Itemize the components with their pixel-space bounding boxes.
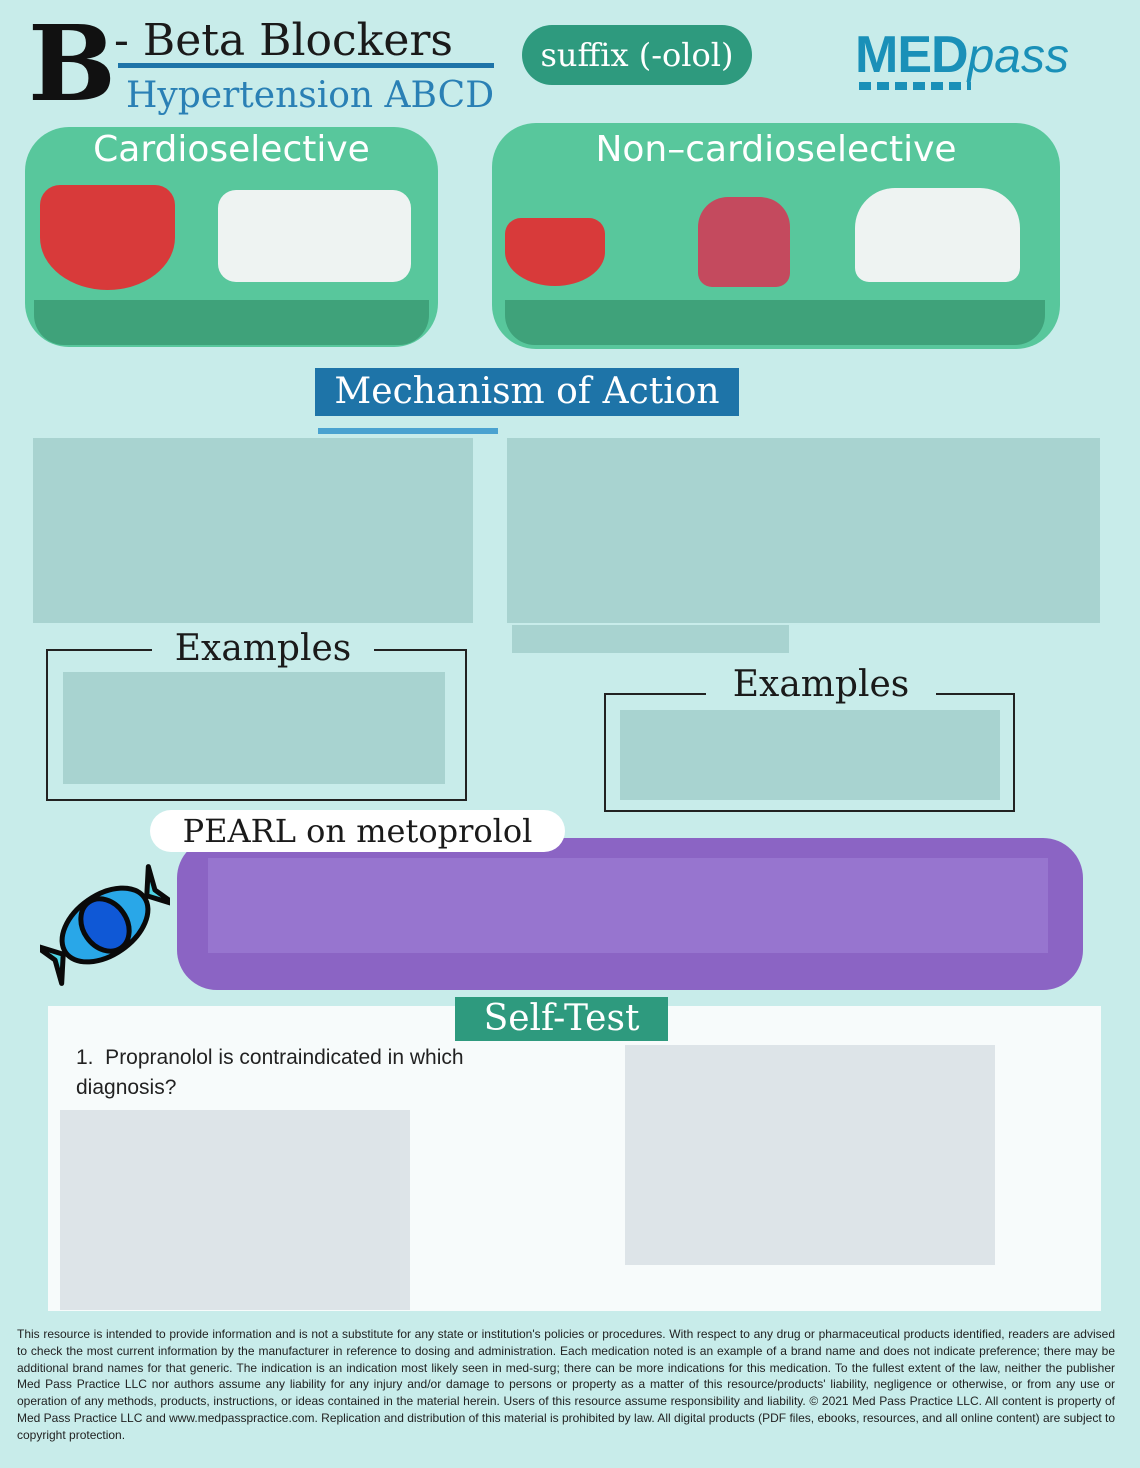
title-underline (118, 63, 494, 68)
mechanism-text-extra-blurred (512, 625, 789, 653)
examples-title-cardioselective: Examples (152, 628, 374, 674)
candy-icon (40, 864, 170, 986)
logo-pass-text: pass (967, 30, 1069, 83)
pearl-text-blurred (208, 858, 1048, 953)
pearl-heading: PEARL on metoprolol (150, 810, 565, 852)
self-test-heading: Self-Test (455, 997, 668, 1041)
logo-bars (859, 82, 971, 90)
mechanism-text-left-blurred (33, 438, 473, 623)
examples-text-noncardioselective-blurred (620, 710, 1000, 800)
noncardioselective-title: Non–cardioselective (595, 129, 957, 170)
suffix-badge: suffix (-olol) (522, 25, 752, 85)
logo-med-text: MED (855, 26, 969, 84)
medpass-logo: MEDpass (855, 25, 1105, 95)
examples-title-noncardioselective: Examples (706, 664, 936, 710)
section-letter: B (28, 2, 116, 125)
lungs-image-blurred (218, 190, 411, 282)
page-subtitle: Hypertension ABCD (126, 75, 495, 116)
lungs-image-red (698, 197, 790, 287)
panel-shadow-2 (505, 300, 1045, 345)
mechanism-underline (318, 428, 498, 434)
disclaimer-footer: This resource is intended to provide inf… (17, 1327, 1115, 1442)
answer-area-left-blurred (60, 1110, 410, 1310)
lungs-image-blurred-2 (855, 188, 1020, 282)
heart-image (40, 185, 175, 290)
heart-image-small (505, 218, 605, 286)
self-test-question-1: 1. Propranolol is contraindicated in whi… (76, 1046, 464, 1099)
page-title: - Beta Blockers (114, 15, 453, 66)
mechanism-heading: Mechanism of Action (315, 368, 739, 416)
cardioselective-title: Cardioselective (93, 129, 370, 170)
answer-area-right-blurred (625, 1045, 995, 1265)
examples-text-cardioselective-blurred (63, 672, 445, 784)
mechanism-text-right-blurred (507, 438, 1100, 623)
panel-shadow (34, 300, 429, 345)
